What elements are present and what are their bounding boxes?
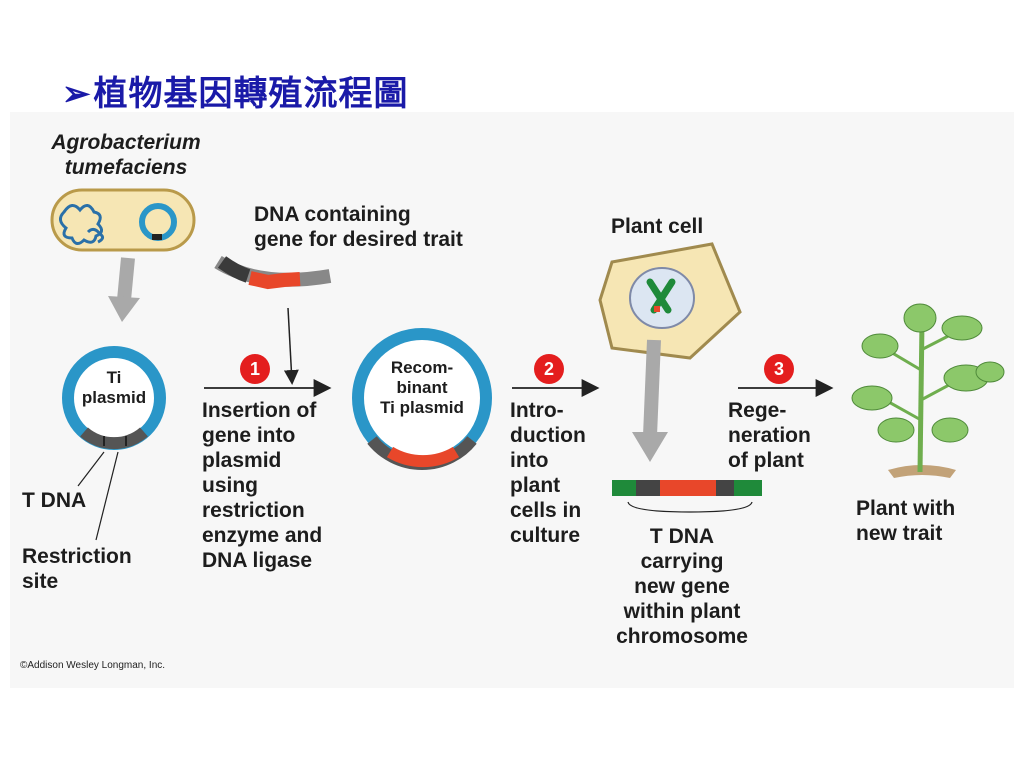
title-text: 植物基因轉殖流程圖 <box>93 74 409 114</box>
label-recombinant: Recom- binant Ti plasmid <box>380 358 464 417</box>
ti-plasmid <box>62 346 166 541</box>
label-t-dna: T DNA <box>22 489 87 512</box>
fragment-arrow <box>283 307 299 385</box>
label-step3-text: Rege- neration of plant <box>728 399 811 472</box>
step-2-badge: 2 <box>534 354 564 384</box>
step-1-badge: 1 <box>240 354 270 384</box>
label-restriction-site: Restriction site <box>22 545 132 593</box>
plant-cell <box>598 242 742 360</box>
dna-fragment <box>214 255 332 290</box>
recombinant-plasmid <box>352 328 492 471</box>
label-dna-containing: DNA containing gene for desired trait <box>254 203 463 251</box>
chromosome-with-t-dna <box>612 480 762 513</box>
label-agrobacterium: Agrobacterium tumefaciens <box>51 131 201 179</box>
label-step1-text: Insertion of gene into plasmid using res… <box>202 399 323 572</box>
label-plant-cell: Plant cell <box>611 215 704 238</box>
label-step2-text: Intro- duction into plant cells in cultu… <box>510 399 586 547</box>
label-ti-plasmid: Ti plasmid <box>81 368 147 407</box>
slide-title: ➢植物基因轉殖流程圖 <box>62 66 409 115</box>
label-t-dna-carrying: T DNA carrying new gene within plant chr… <box>616 525 748 648</box>
agrobacterium-cell <box>50 188 196 252</box>
bullet-arrow-icon: ➢ <box>62 74 92 114</box>
copyright-notice: ©Addison Wesley Longman, Inc. <box>20 660 166 671</box>
gray-arrow-bacterium-to-plasmid <box>108 257 140 322</box>
plant-illustration <box>851 303 1005 478</box>
gray-arrow-cell-to-chromosome <box>632 339 668 462</box>
label-plant-with-new-trait: Plant with new trait <box>856 497 956 545</box>
step-3-badge: 3 <box>764 354 794 384</box>
